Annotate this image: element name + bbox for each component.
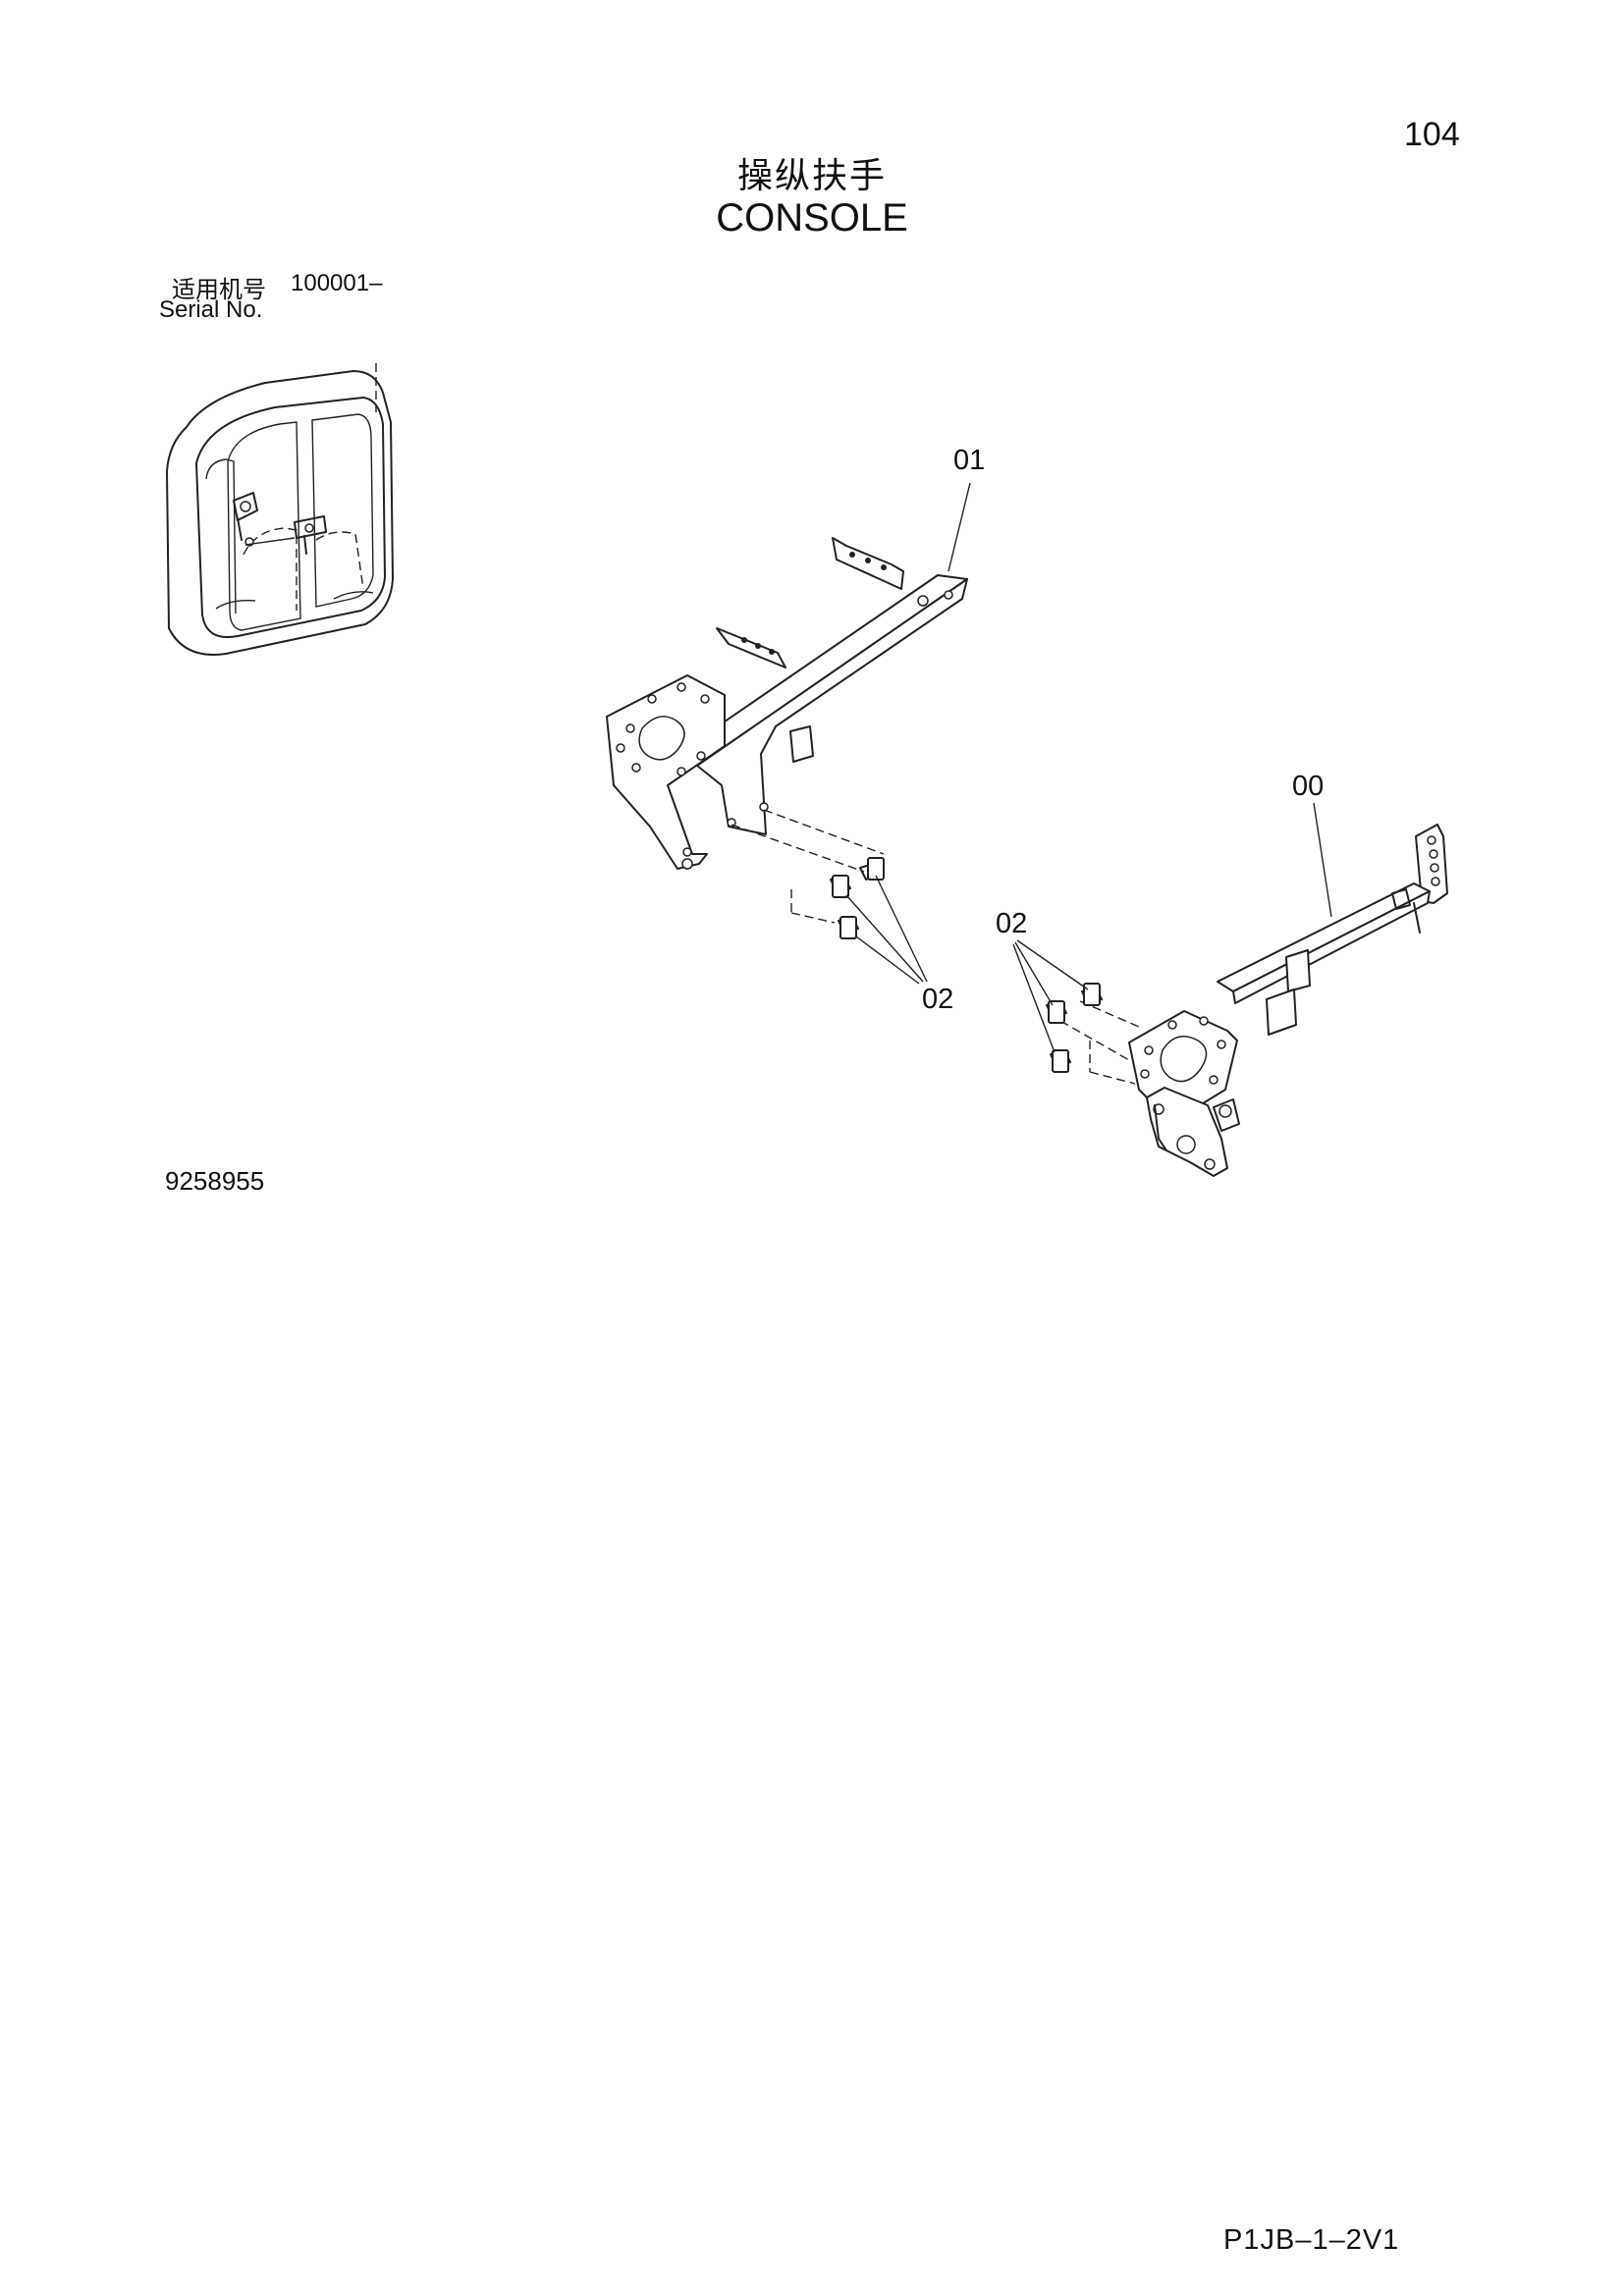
callout-00: 00 (1292, 771, 1324, 802)
cab-locator-illustration (166, 363, 394, 656)
leader-00 (1313, 802, 1332, 918)
document-code: P1JB–1–2V1 (1223, 2224, 1400, 2256)
part-02-bolts-left (731, 809, 928, 985)
serial-label-english: Serial No. (159, 296, 263, 323)
callout-01: 01 (953, 445, 985, 476)
page-number: 104 (1404, 116, 1460, 153)
drawing-number: 9258955 (165, 1166, 265, 1196)
callout-02-left: 02 (922, 984, 953, 1015)
page-title-chinese: 操纵扶手 (736, 156, 887, 196)
part-02-bolts-right (1012, 939, 1140, 1085)
serial-label-chinese: 适用机号 (172, 276, 266, 303)
page-title-english: CONSOLE (716, 196, 908, 240)
serial-range: 100001– (291, 270, 383, 296)
part-00-bracket (1128, 824, 1448, 1177)
leader-01 (947, 482, 971, 572)
part-01-bracket (606, 537, 968, 870)
callout-02-right: 02 (996, 908, 1027, 939)
